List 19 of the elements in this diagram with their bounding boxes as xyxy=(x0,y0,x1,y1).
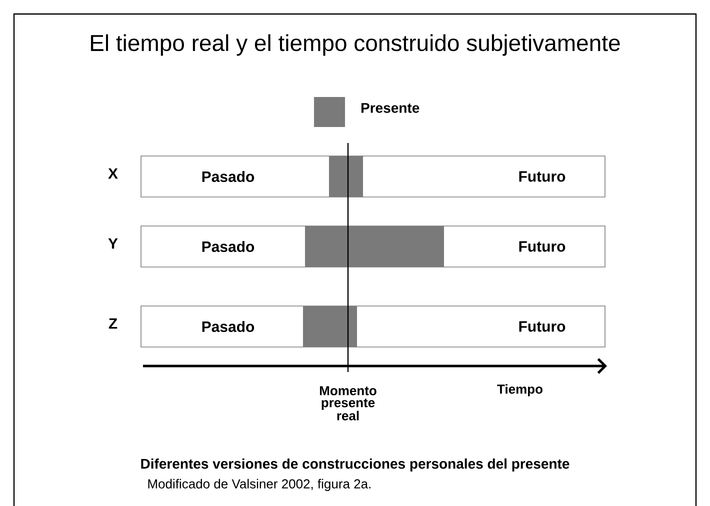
bar-label: Pasado xyxy=(202,240,254,252)
row-letter: Y xyxy=(108,238,118,249)
present-block xyxy=(303,306,357,347)
legend-label: Presente xyxy=(361,103,420,113)
present-block xyxy=(329,156,363,197)
row-letter: X xyxy=(108,168,118,179)
bar-label: Pasado xyxy=(202,170,254,182)
present-block xyxy=(305,226,444,267)
axis-label: Tiempo xyxy=(497,384,542,396)
timeline-bar xyxy=(140,156,606,198)
axis-label: Momento presente real xyxy=(320,386,376,420)
caption: Diferentes versiones de construcciones personales del presente xyxy=(141,458,570,472)
bar-label: Pasado xyxy=(202,320,254,332)
row-letter: Z xyxy=(108,318,118,329)
source-note: Modificado de Valsiner 2002, figura 2a. xyxy=(148,478,370,492)
bar-label: Futuro xyxy=(519,241,566,252)
bar-label: Futuro xyxy=(519,321,566,332)
title: El tiempo real y el tiempo construido subjetivamente xyxy=(90,34,620,56)
bar-label: Futuro xyxy=(519,171,566,182)
